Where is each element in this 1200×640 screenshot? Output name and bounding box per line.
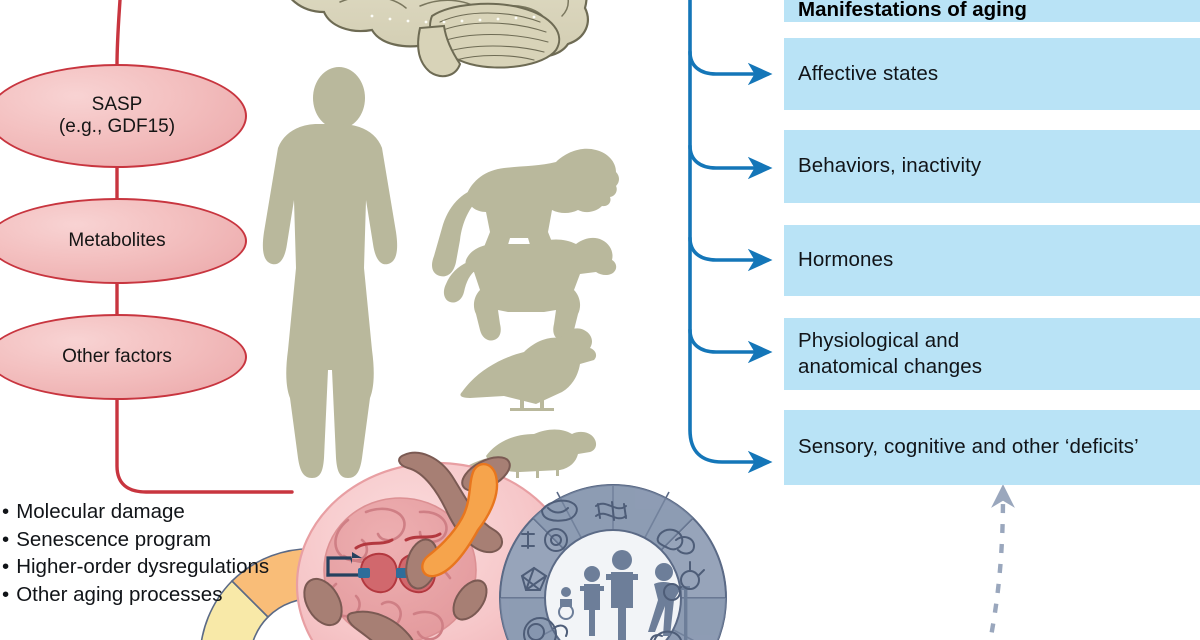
- list-item: Other aging processes: [2, 581, 302, 609]
- manifestation-label: Behaviors, inactivity: [798, 154, 982, 178]
- manifestations-header: Manifestations of aging: [784, 0, 1200, 22]
- manifestation-behaviors-inactivity[interactable]: Behaviors, inactivity: [784, 130, 1200, 203]
- feedback-arrow: [988, 484, 1015, 640]
- manifestation-label-line1: Physiological and: [798, 328, 960, 352]
- node-other-factors-label: Other factors: [62, 345, 172, 367]
- manifestation-label: Hormones: [798, 248, 894, 272]
- node-sasp[interactable]: SASP (e.g., GDF15): [0, 64, 247, 168]
- dog-silhouette: [443, 237, 617, 341]
- manifestation-connectors: [688, 0, 773, 474]
- node-metabolites[interactable]: Metabolites: [0, 198, 247, 284]
- list-item: Senescence program: [2, 526, 302, 554]
- senescent-cell-illustration: [295, 451, 579, 640]
- species-silhouettes: [262, 67, 619, 492]
- manifestation-physiological-anatomical-changes[interactable]: Physiological and anatomical changes: [784, 318, 1200, 390]
- node-sasp-line2: (e.g., GDF15): [58, 116, 176, 137]
- manifestation-sensory-cognitive-deficits[interactable]: Sensory, cognitive and other ‘deficits’: [784, 410, 1200, 485]
- brain-illustration: [291, 0, 589, 78]
- manifestation-label: Affective states: [798, 61, 939, 85]
- human-silhouette: [262, 67, 398, 478]
- hallmarks-of-aging-wheel: [499, 484, 727, 640]
- node-sasp-line1: SASP: [91, 93, 143, 115]
- manifestation-label-line2: anatomical changes: [798, 355, 983, 378]
- monkey-silhouette: [432, 148, 619, 277]
- bird-silhouette: [460, 328, 597, 411]
- node-other-factors[interactable]: Other factors: [0, 314, 247, 400]
- rodent-silhouette: [447, 429, 597, 492]
- life-stage-figures: [558, 550, 690, 640]
- list-item: Molecular damage: [2, 498, 302, 526]
- manifestations-header-label: Manifestations of aging: [798, 0, 1027, 21]
- manifestation-hormones[interactable]: Hormones: [784, 225, 1200, 296]
- list-item: Higher-order dysregulations: [2, 553, 302, 581]
- manifestation-affective-states[interactable]: Affective states: [784, 38, 1200, 110]
- node-metabolites-label: Metabolites: [68, 229, 166, 251]
- manifestation-label: Sensory, cognitive and other ‘deficits’: [798, 435, 1139, 459]
- aging-drivers-list: Molecular damage Senescence program High…: [2, 498, 302, 608]
